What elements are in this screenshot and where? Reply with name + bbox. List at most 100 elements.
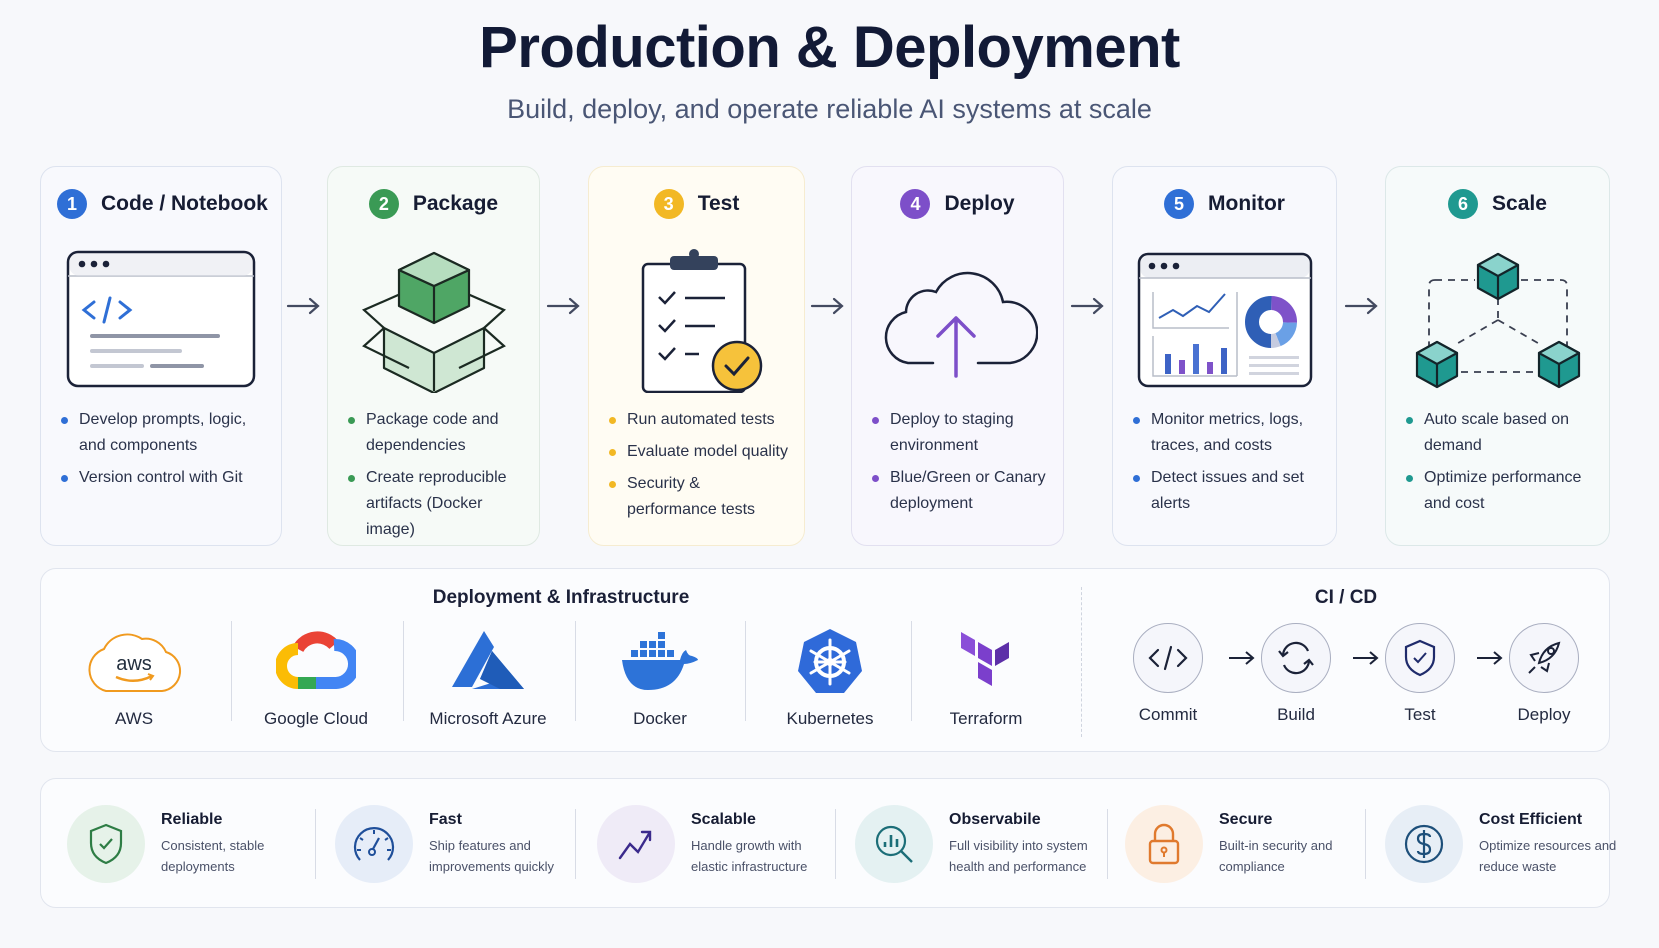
stage-bullets: Package code and dependencies Create rep… [346,407,529,549]
tool-google-cloud: Google Cloud [241,621,391,741]
benefit-desc: Full visibility into system health and p… [949,838,1088,874]
tool-azure: Microsoft Azure [413,621,563,741]
trending-up-icon [597,805,675,883]
divider [315,809,316,879]
tool-label: Microsoft Azure [429,709,547,728]
padlock-icon [1125,805,1203,883]
divider [575,809,576,879]
divider [911,621,912,721]
benefit-title: Cost Efficient [1479,811,1583,828]
flow-arrow-icon [1070,297,1104,315]
tool-docker: Docker [585,621,735,741]
kubernetes-logo-icon [755,621,905,701]
stage-bullets: Develop prompts, logic, and components V… [59,407,271,497]
benefit-desc: Ship features and improvements quickly [429,838,554,874]
step-number-badge: 6 [1448,189,1479,219]
package-box-icon [328,245,539,395]
tool-label: Google Cloud [264,709,368,728]
google-cloud-logo-icon [241,621,391,701]
cicd-step-label: Deploy [1517,705,1571,724]
scaling-cubes-icon [1386,245,1609,395]
bullet-item: Version control with Git [59,465,271,491]
step-number-badge: 5 [1164,189,1194,219]
azure-logo-icon [413,621,563,701]
code-editor-window-icon [41,245,281,395]
stage-title: Code / Notebook [101,192,268,215]
tool-label: Docker [633,709,687,728]
shield-check-icon [67,805,145,883]
stage-title: Scale [1492,192,1547,215]
bullet-item: Security & performance tests [607,471,794,523]
refresh-cycle-icon [1261,623,1331,693]
benefit-title: Observabile [949,811,1041,828]
tool-terraform: Terraform [911,621,1061,741]
step-number-badge: 4 [900,189,931,219]
benefit-desc: Consistent, stable deployments [161,838,265,874]
divider [835,809,836,879]
search-analytics-icon [855,805,933,883]
stage-card-code: 1 Code / Notebook Develop prompts, logic… [40,166,282,546]
cicd-step-test: Test [1375,623,1465,725]
divider [575,621,576,721]
benefit-title: Fast [429,811,462,828]
arrow-right-icon [1477,651,1503,665]
cicd-step-label: Build [1277,705,1315,724]
docker-logo-icon [585,621,735,701]
benefit-title: Scalable [691,811,756,828]
tool-label: Kubernetes [786,709,874,728]
bullet-item: Run automated tests [607,407,794,433]
benefit-desc: Optimize resources and reduce waste [1479,838,1617,874]
stage-title: Test [697,192,740,215]
code-brackets-icon [1133,623,1203,693]
benefit-desc: Built-in security and compliance [1219,838,1333,874]
bullet-item: Auto scale based on demand [1404,407,1599,459]
divider [745,621,746,721]
divider [1365,809,1366,879]
stage-bullets: Deploy to staging environment Blue/Green… [870,407,1053,523]
rocket-icon [1509,623,1579,693]
stage-bullets: Run automated tests Evaluate model quali… [607,407,794,529]
step-number-badge: 1 [57,189,87,219]
terraform-logo-icon [911,621,1061,701]
dollar-coin-icon [1385,805,1463,883]
stage-title: Deploy [944,192,1015,215]
cicd-title: CI / CD [1314,587,1378,608]
stage-card-deploy: 4 Deploy Deploy to staging environment B… [851,166,1064,546]
bullet-item: Deploy to staging environment [870,407,1053,459]
bullet-item: Detect issues and set alerts [1131,465,1326,517]
stage-bullets: Auto scale based on demand Optimize perf… [1404,407,1599,523]
aws-logo-icon: aws [59,621,209,701]
cicd-step-label: Commit [1138,705,1198,724]
stage-card-scale: 6 Scale Auto [1385,166,1610,546]
cicd-step-label: Test [1404,705,1436,724]
cicd-step-commit: Commit [1123,623,1213,725]
flow-arrow-icon [1344,297,1378,315]
section-divider [1081,587,1082,737]
bullet-item: Optimize performance and cost [1404,465,1599,517]
bullet-item: Monitor metrics, logs, traces, and costs [1131,407,1326,459]
tool-label: Terraform [949,709,1023,728]
bullet-item: Evaluate model quality [607,439,794,465]
speedometer-icon [335,805,413,883]
stage-card-monitor: 5 Monitor Monitor metrics, log [1112,166,1337,546]
tool-kubernetes: Kubernetes [755,621,905,741]
benefit-title: Secure [1219,811,1273,828]
divider [1107,809,1108,879]
cloud-upload-icon [852,245,1063,395]
flow-arrow-icon [286,297,320,315]
infrastructure-title: Deployment & Infrastructure [432,587,690,608]
bullet-item: Package code and dependencies [346,407,529,459]
dashboard-charts-icon [1113,245,1336,395]
infrastructure-panel: Deployment & Infrastructure aws AWS Goog… [40,568,1610,752]
step-number-badge: 3 [653,189,684,219]
stage-title: Package [412,192,499,215]
tool-aws: aws AWS [59,621,209,741]
cicd-step-deploy: Deploy [1499,623,1589,725]
benefit-title: Reliable [161,811,223,828]
